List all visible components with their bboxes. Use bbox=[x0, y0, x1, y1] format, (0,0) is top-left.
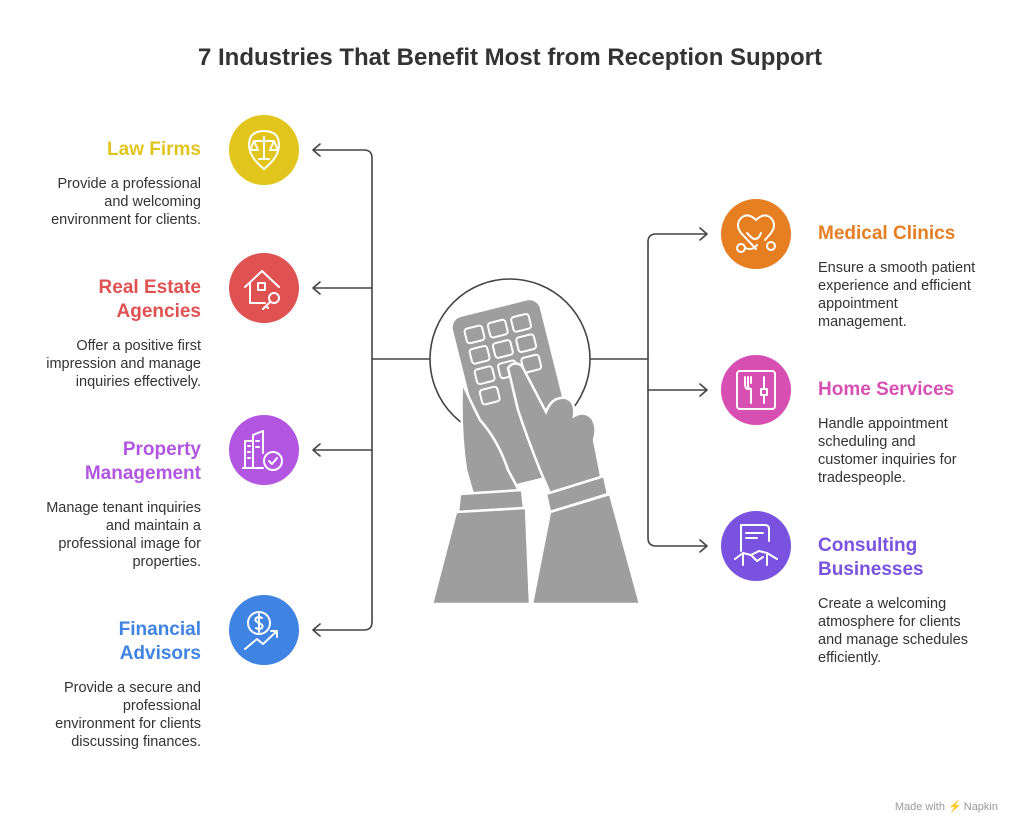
calculator-hands-illustration bbox=[429, 278, 642, 606]
made-with-label: Made with bbox=[894, 801, 945, 813]
desc-line: professional bbox=[122, 698, 201, 714]
building-check-icon bbox=[229, 415, 299, 485]
arrowhead-property bbox=[312, 443, 321, 457]
desc-line: experience and efficient bbox=[818, 278, 971, 294]
desc-line: and maintain a bbox=[105, 518, 201, 534]
desc-line: impression and manage bbox=[46, 356, 201, 372]
desc-line: scheduling and bbox=[818, 434, 916, 450]
law-firms-description: Provide a professional and welcoming env… bbox=[20, 175, 201, 229]
heading-line: Financial bbox=[118, 619, 201, 640]
house-key-icon bbox=[229, 253, 299, 323]
real-estate-description: Offer a positive first impression and ma… bbox=[20, 337, 201, 391]
napkin-logo-icon: ⚡ bbox=[948, 801, 962, 813]
home-services-heading: Home Services bbox=[818, 378, 1008, 402]
consulting-businesses-description: Create a welcoming atmosphere for client… bbox=[818, 595, 1008, 667]
heading-line: Real Estate bbox=[98, 277, 201, 298]
property-management-description: Manage tenant inquiries and maintain a p… bbox=[20, 499, 201, 571]
desc-line: Create a welcoming bbox=[818, 596, 947, 612]
desc-line: professional image for bbox=[58, 536, 201, 552]
arrowhead-medical bbox=[699, 227, 708, 241]
consulting-businesses-heading: Consulting Businesses bbox=[818, 534, 1008, 582]
tools-icon bbox=[721, 355, 791, 425]
medical-clinics-title: Medical Clinics bbox=[818, 223, 956, 244]
scales-of-justice-icon bbox=[229, 115, 299, 185]
heading-line: Advisors bbox=[119, 643, 201, 664]
arrowhead-consulting bbox=[699, 539, 708, 553]
desc-line: efficiently. bbox=[818, 650, 882, 666]
napkin-watermark: Made with ⚡Napkin bbox=[895, 800, 998, 813]
desc-line: inquiries effectively. bbox=[75, 374, 201, 390]
financial-advisors-heading: Financial Advisors bbox=[40, 618, 201, 666]
heading-line: Agencies bbox=[116, 301, 201, 322]
desc-line: Provide a secure and bbox=[63, 680, 201, 696]
desc-line: discussing finances. bbox=[71, 734, 201, 750]
desc-line: Ensure a smooth patient bbox=[818, 260, 976, 276]
desc-line: atmosphere for clients bbox=[818, 614, 961, 630]
home-services-description: Handle appointment scheduling and custom… bbox=[818, 415, 1008, 487]
arrowhead-law bbox=[312, 143, 321, 157]
page-title: 7 Industries That Benefit Most from Rece… bbox=[197, 44, 823, 71]
desc-line: properties. bbox=[132, 554, 201, 570]
financial-advisors-description: Provide a secure and professional enviro… bbox=[20, 679, 201, 751]
medical-clinics-heading: Medical Clinics bbox=[818, 222, 1008, 246]
desc-line: environment for clients bbox=[55, 716, 201, 732]
heart-stethoscope-icon bbox=[721, 199, 791, 269]
desc-line: Manage tenant inquiries bbox=[46, 500, 201, 516]
heading-line: Property bbox=[122, 439, 201, 460]
medical-clinics-description: Ensure a smooth patient experience and e… bbox=[818, 259, 1008, 331]
home-services-title: Home Services bbox=[818, 379, 955, 400]
desc-line: Handle appointment bbox=[818, 416, 948, 432]
dollar-growth-icon bbox=[229, 595, 299, 665]
desc-line: Offer a positive first bbox=[76, 338, 201, 354]
desc-line: and manage schedules bbox=[818, 632, 968, 648]
desc-line: tradespeople. bbox=[818, 470, 906, 486]
desc-line: appointment bbox=[818, 296, 898, 312]
left-connector-bus bbox=[313, 149, 373, 631]
law-firms-title: Law Firms bbox=[107, 139, 201, 160]
arrowhead-real-estate bbox=[312, 281, 321, 295]
desc-line: environment for clients. bbox=[51, 212, 201, 228]
desc-line: Provide a professional bbox=[57, 176, 201, 192]
heading-line: Consulting bbox=[818, 535, 918, 556]
desc-line: customer inquiries for bbox=[818, 452, 957, 468]
law-firms-heading: Law Firms bbox=[60, 138, 201, 162]
heading-line: Management bbox=[84, 463, 201, 484]
property-management-heading: Property Management bbox=[40, 438, 201, 486]
desc-line: and welcoming bbox=[104, 194, 201, 210]
heading-line: Businesses bbox=[818, 559, 924, 580]
arrowhead-financial bbox=[312, 623, 321, 637]
desc-line: management. bbox=[818, 314, 907, 330]
real-estate-heading: Real Estate Agencies bbox=[40, 276, 201, 324]
arrowhead-home bbox=[699, 383, 708, 397]
napkin-brand: Napkin bbox=[963, 801, 998, 813]
contract-handshake-icon bbox=[721, 511, 791, 581]
